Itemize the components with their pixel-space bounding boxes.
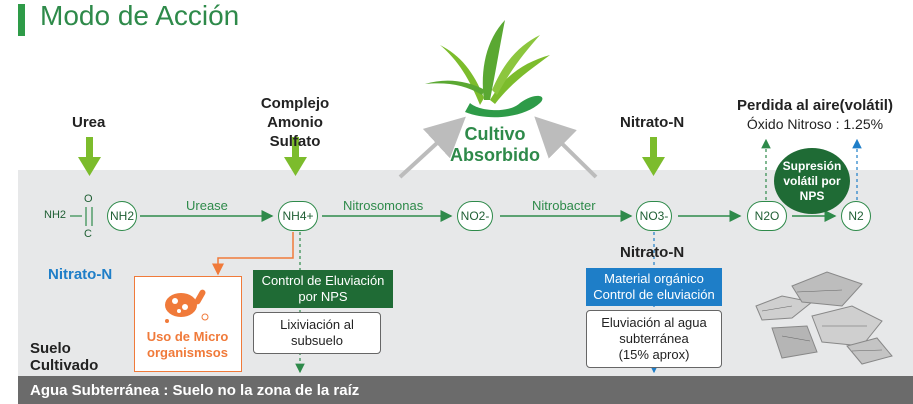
nitrosomonas-label: Nitrosomonas — [343, 198, 424, 213]
node-nh4: NH4+ — [278, 201, 318, 231]
complejo-line-3: Sulfato — [269, 133, 321, 150]
title-accent-bar — [18, 4, 25, 36]
control-nps-line-2: por NPS — [298, 289, 348, 304]
urea-label: Urea — [72, 114, 106, 131]
lixiviacion-box: Lixiviación al subsuelo — [253, 312, 381, 354]
urease-label: Urease — [186, 198, 228, 213]
micro-arrow — [212, 232, 294, 276]
supresion-line-1: Supresión — [782, 158, 842, 173]
perdida-title: Perdida al aire(volátil) — [737, 97, 893, 114]
soil-structure-sketch — [755, 271, 893, 365]
cultivo-line-1: Cultivo — [464, 124, 526, 144]
page-title: Modo de Acción — [40, 0, 240, 31]
supresion-badge: Supresión volátil por NPS — [774, 148, 850, 214]
eluviacion-box: Eluviación al agua subterránea (15% apro… — [586, 310, 722, 368]
nitrato-mid-label: Nitrato-N — [620, 244, 685, 261]
complejo-down-arrow — [284, 137, 307, 176]
supresion-line-3: NPS — [799, 188, 825, 203]
nitrato-top-label: Nitrato-N — [620, 114, 685, 131]
material-organico-box: Material orgánico Control de eluviación — [586, 268, 722, 306]
complejo-line-2: Amonio — [267, 114, 323, 131]
microorganism-icon — [165, 289, 209, 323]
material-line-2: Control de eluviación — [593, 287, 715, 302]
eluviacion-line-1: Eluviación al agua — [601, 315, 707, 330]
suelo-line-2: Cultivado — [30, 357, 99, 374]
complejo-label: Complejo Amonio Sulfato — [250, 94, 340, 151]
micro-label: Uso de Micro organismsos — [135, 329, 240, 361]
node-no2: NO2- — [457, 201, 493, 231]
molecule-o: O — [84, 193, 93, 205]
lixiviacion-line-1: Lixiviación al — [280, 317, 354, 332]
micro-line-1: Uso de Micro — [146, 329, 229, 344]
eluviacion-line-2: subterránea — [619, 331, 689, 346]
groundwater-band — [18, 376, 913, 404]
control-nps-box: Control de Eluviación por NPS — [253, 270, 393, 308]
plant-icon — [425, 20, 550, 118]
micro-box: Uso de Micro organismsos — [134, 276, 242, 372]
node-n2o: N2O — [747, 201, 787, 231]
lixiviacion-line-2: subsuelo — [290, 333, 344, 348]
node-n2: N2 — [841, 201, 871, 231]
micro-line-2: organismsos — [147, 345, 228, 360]
node-no3: NO3- — [636, 201, 672, 231]
complejo-line-1: Complejo — [260, 95, 330, 112]
perdida-subtitle: Óxido Nitroso : 1.25% — [746, 116, 884, 132]
urea-molecule-bonds — [70, 207, 93, 226]
groundwater-label: Agua Subterránea : Suelo no la zona de l… — [30, 382, 360, 399]
material-line-1: Material orgánico — [604, 271, 704, 286]
suelo-label: Suelo Cultivado — [30, 340, 98, 374]
absorb-arrow-left — [398, 116, 466, 179]
urea-down-arrow — [78, 137, 101, 176]
eluviacion-line-3: (15% aprox) — [618, 347, 690, 362]
molecule-c: C — [84, 228, 92, 240]
node-nh2: NH2 — [107, 201, 137, 231]
cultivo-line-2: Absorbido — [450, 145, 540, 165]
nitrobacter-label: Nitrobacter — [532, 198, 596, 213]
suelo-line-1: Suelo — [30, 340, 71, 357]
molecule-nh2-left: NH2 — [44, 209, 67, 221]
perdida-label: Perdida al aire(volátil) Óxido Nitroso :… — [725, 96, 905, 134]
control-nps-line-1: Control de Eluviación — [261, 273, 385, 288]
absorb-arrow-right — [534, 116, 598, 179]
cultivo-label: Cultivo Absorbido — [440, 124, 550, 166]
nitrato-down-arrow — [642, 137, 665, 176]
supresion-line-2: volátil por — [783, 173, 841, 188]
nitrato-blue-label: Nitrato-N — [48, 266, 113, 283]
